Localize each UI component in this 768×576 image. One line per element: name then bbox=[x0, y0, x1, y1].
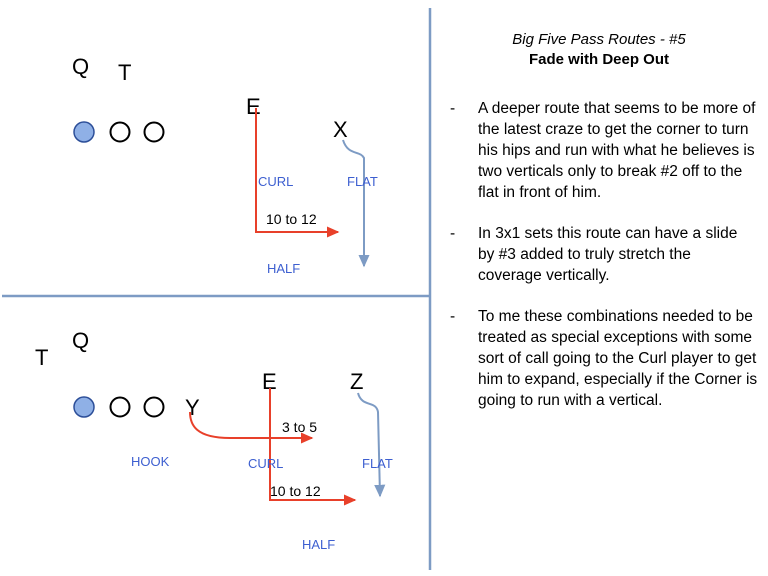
note-text: A deeper route that seems to be more of … bbox=[478, 100, 756, 201]
note-text: In 3x1 sets this route can have a slide … bbox=[478, 225, 738, 284]
bottom-lineman-circle bbox=[143, 396, 165, 418]
bottom-deep-route bbox=[269, 388, 357, 506]
top-zone-half: HALF bbox=[267, 261, 300, 276]
bottom-zone-hook: HOOK bbox=[131, 454, 170, 469]
bottom-lineman-circle bbox=[109, 396, 131, 418]
bullet-dash: - bbox=[450, 100, 456, 117]
top-zone-curl: CURL bbox=[258, 174, 293, 189]
note-item: - In 3x1 sets this route can have a slid… bbox=[440, 223, 758, 286]
notes-panel: Big Five Pass Routes - #5 Fade with Deep… bbox=[440, 30, 758, 70]
top-deep-out-route bbox=[255, 108, 340, 238]
note-item: - To me these combinations needed to be … bbox=[440, 306, 758, 411]
bottom-fade-route bbox=[357, 392, 386, 498]
page-subtitle: Fade with Deep Out bbox=[528, 51, 669, 68]
bottom-q-label: Q bbox=[72, 328, 89, 353]
top-lineman-circle bbox=[109, 121, 131, 143]
bottom-zone-flat: FLAT bbox=[362, 456, 393, 471]
bottom-short-route-label: 3 to 5 bbox=[282, 419, 317, 435]
top-x-label: X bbox=[333, 117, 348, 142]
notes-list: - A deeper route that seems to be more o… bbox=[440, 98, 758, 411]
bottom-formation: Q T Y E Z 3 to 5 10 to 12 HOOK CURL FLAT… bbox=[35, 328, 393, 552]
top-center-circle bbox=[73, 121, 95, 143]
bullet-dash: - bbox=[450, 225, 456, 242]
bottom-t-label: T bbox=[35, 345, 48, 370]
note-item: - A deeper route that seems to be more o… bbox=[440, 98, 758, 203]
bottom-deep-route-label: 10 to 12 bbox=[270, 483, 321, 499]
bottom-zone-half: HALF bbox=[302, 537, 335, 552]
page-title: Big Five Pass Routes - #5 bbox=[512, 31, 686, 48]
top-route-label: 10 to 12 bbox=[266, 211, 317, 227]
note-text: To me these combinations needed to be tr… bbox=[478, 308, 758, 409]
top-formation: Q T E X 10 to 12 CURL FLAT HALF bbox=[72, 54, 378, 276]
bottom-e-label: E bbox=[262, 369, 277, 394]
bottom-z-label: Z bbox=[350, 369, 363, 394]
bottom-short-route bbox=[189, 411, 314, 444]
bottom-y-label: Y bbox=[185, 395, 200, 420]
top-q-label: Q bbox=[72, 54, 89, 79]
top-lineman-circle bbox=[143, 121, 165, 143]
top-zone-flat: FLAT bbox=[347, 174, 378, 189]
top-t-label: T bbox=[118, 60, 131, 85]
top-fade-route bbox=[342, 139, 370, 268]
bullet-dash: - bbox=[450, 308, 456, 325]
bottom-center-circle bbox=[73, 396, 95, 418]
top-e-label: E bbox=[246, 94, 261, 119]
bottom-zone-curl: CURL bbox=[248, 456, 283, 471]
